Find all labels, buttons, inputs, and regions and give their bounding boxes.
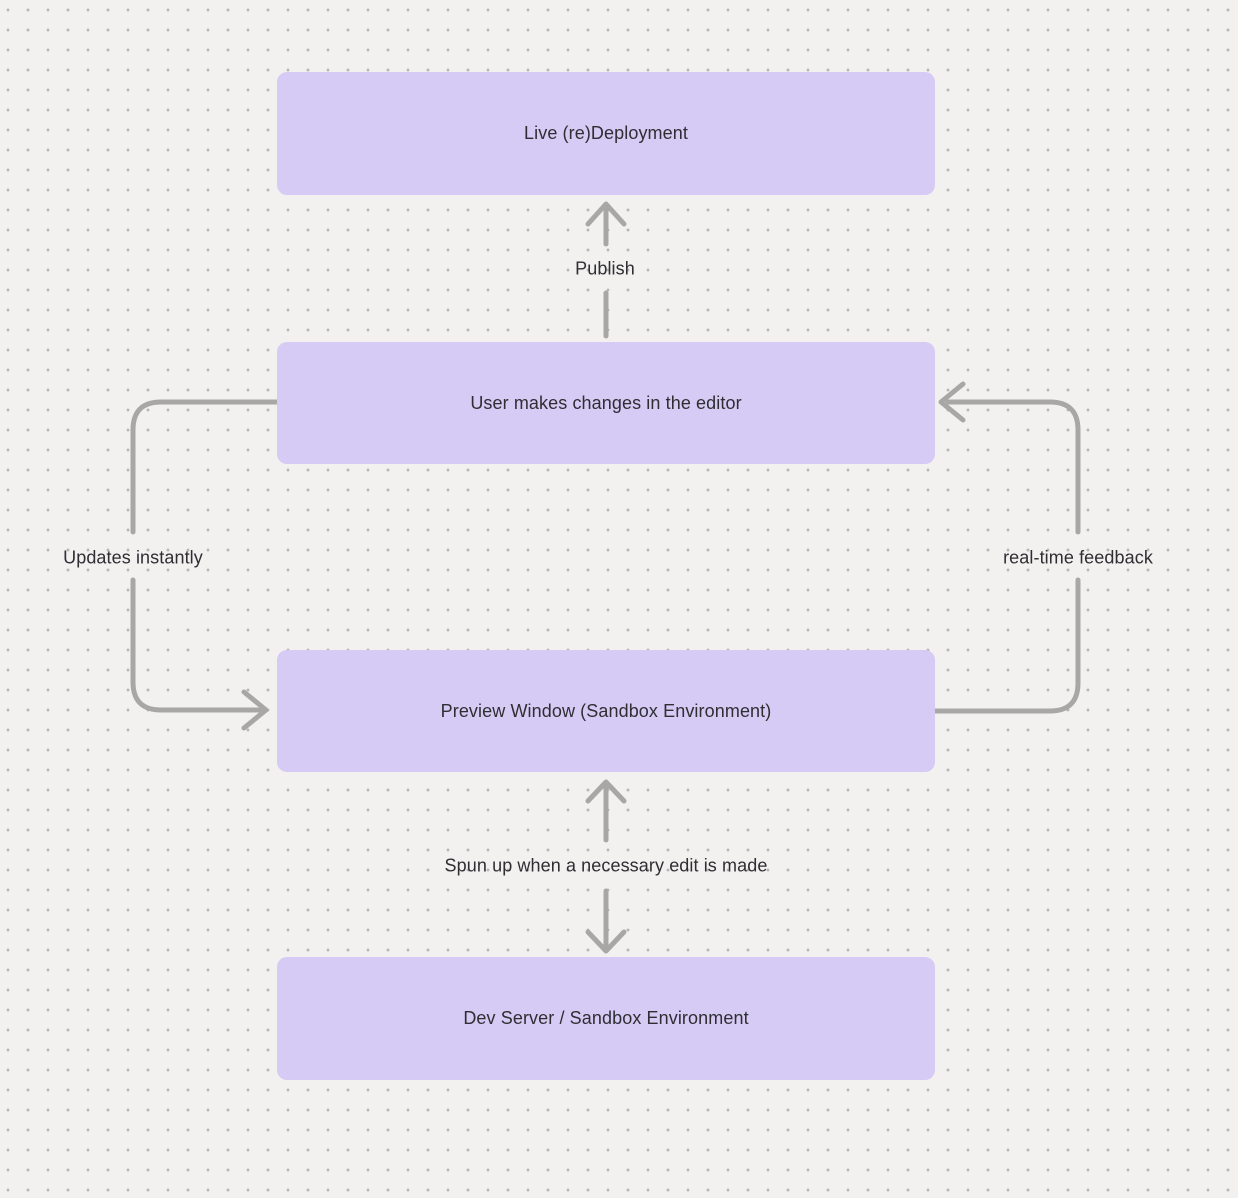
edge-updates-line-upper [130, 399, 280, 535]
node-dev-server[interactable]: Dev Server / Sandbox Environment [277, 957, 935, 1080]
edge-feedback-line-lower [932, 577, 1081, 714]
arrowhead-up-icon [585, 779, 627, 804]
arrowhead-left-icon [938, 381, 966, 423]
arrowhead-up-icon [585, 201, 627, 227]
edge-updates-line-lower [130, 577, 263, 713]
node-live-redeployment[interactable]: Live (re)Deployment [277, 72, 935, 195]
node-user-editor[interactable]: User makes changes in the editor [277, 342, 935, 464]
edge-label-realtime-feedback: real-time feedback [1003, 547, 1153, 568]
arrowhead-right-icon [241, 689, 269, 731]
node-preview-window[interactable]: Preview Window (Sandbox Environment) [277, 650, 935, 772]
edge-label-publish: Publish [575, 258, 635, 279]
node-label: Preview Window (Sandbox Environment) [440, 700, 772, 721]
node-label: Live (re)Deployment [524, 123, 688, 143]
node-label: User makes changes in the editor [470, 392, 742, 413]
edge-label-updates-instantly: Updates instantly [63, 547, 203, 568]
edge-feedback-line-upper [945, 399, 1081, 535]
node-label: Dev Server / Sandbox Environment [463, 1008, 749, 1028]
edge-label-spun-up: Spun up when a necessary edit is made [444, 855, 768, 876]
arrowhead-down-icon [585, 929, 627, 954]
